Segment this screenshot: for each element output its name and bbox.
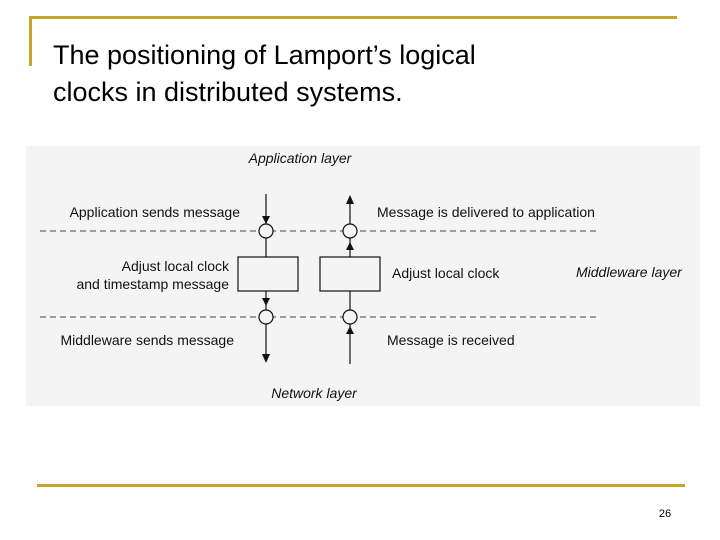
message-delivered-label: Message is delivered to application <box>377 204 595 220</box>
left-arrow-head-2 <box>262 298 270 306</box>
right-arrow-head-2 <box>346 242 354 250</box>
middleware-sends-message-label: Middleware sends message <box>60 332 234 348</box>
left-lower-node <box>258 309 274 325</box>
application-layer-label: Application layer <box>248 150 353 166</box>
left-clock-box <box>237 256 299 292</box>
network-layer-label: Network layer <box>271 385 358 401</box>
right-lower-node <box>342 309 358 325</box>
right-arrow-head-3 <box>346 326 354 334</box>
adjust-clock-left-line1: Adjust local clock <box>122 258 230 274</box>
right-clock-box <box>319 256 381 292</box>
top-accent-rule <box>29 16 677 19</box>
right-upper-node <box>342 223 358 239</box>
right-arrow-head-1 <box>346 195 354 204</box>
adjust-clock-left-line2: and timestamp message <box>76 276 229 292</box>
left-arrow-head-1 <box>262 216 270 224</box>
middleware-layer-label: Middleware layer <box>576 264 683 280</box>
left-arrow-head-3 <box>262 354 270 363</box>
lamport-clock-diagram: Application layer Network layer Middlewa… <box>26 146 700 406</box>
adjust-clock-right-label: Adjust local clock <box>392 265 500 281</box>
left-accent-rule <box>29 16 32 66</box>
application-sends-message-label: Application sends message <box>70 204 241 220</box>
left-upper-node <box>258 223 274 239</box>
message-received-label: Message is received <box>387 332 515 348</box>
page-number: 26 <box>658 508 672 520</box>
slide-title: The positioning of Lamport’s logical clo… <box>53 40 476 107</box>
bottom-accent-rule <box>37 484 685 487</box>
